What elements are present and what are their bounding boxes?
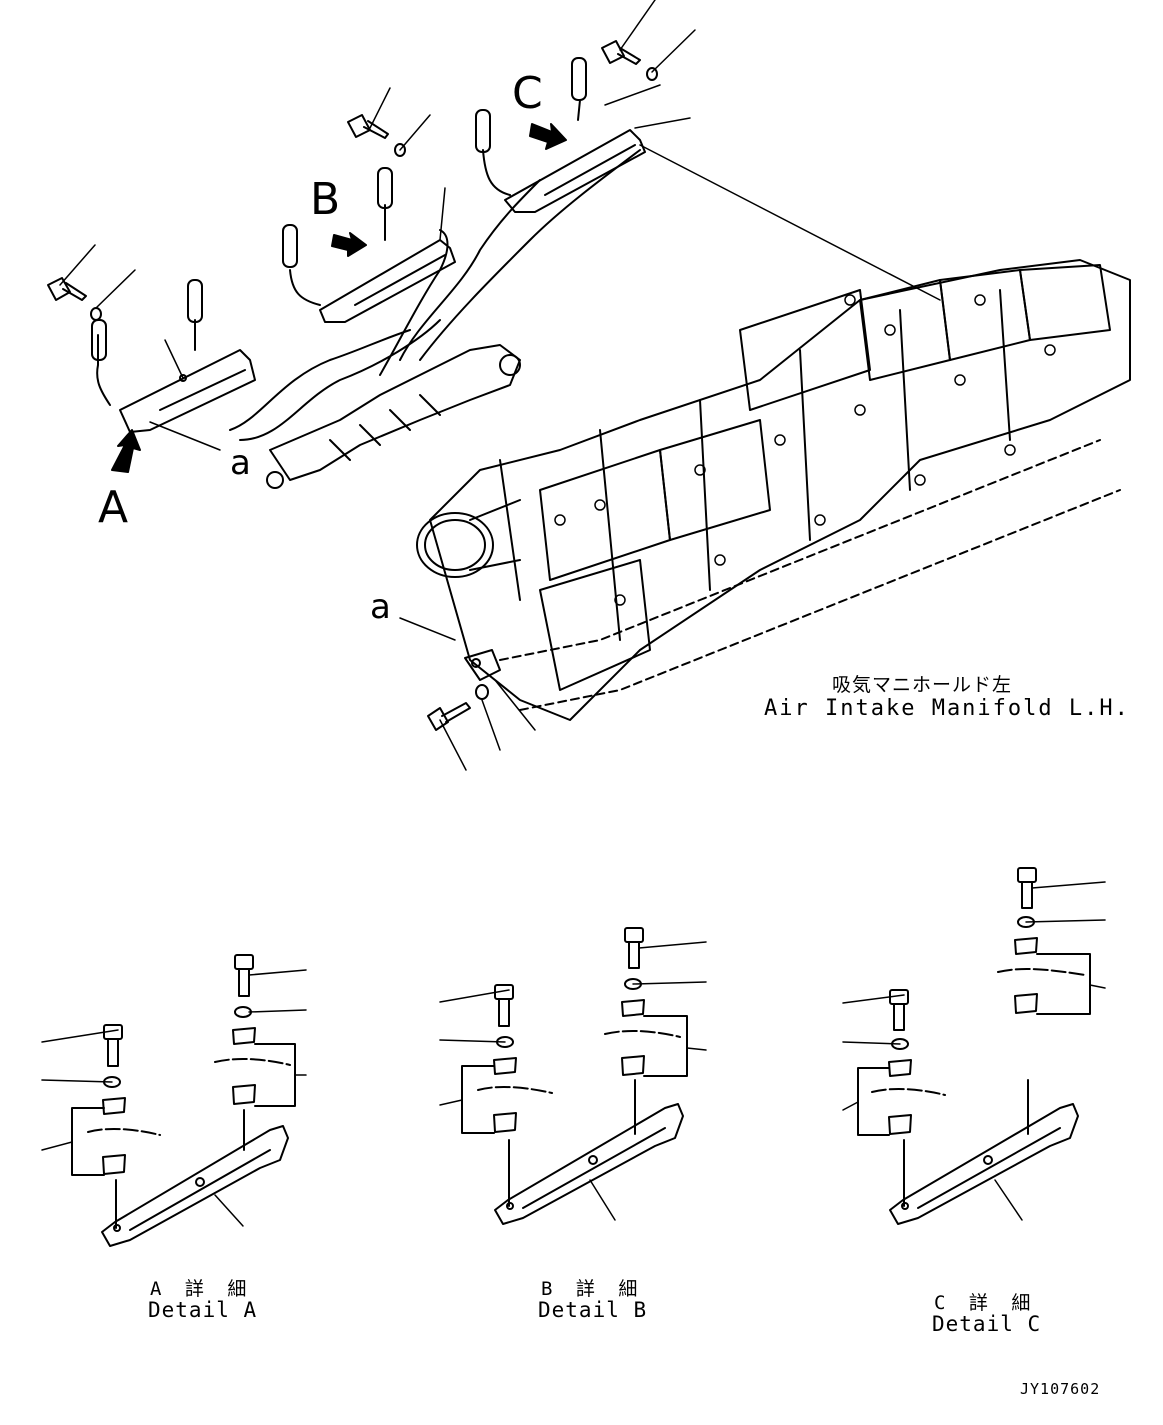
view-label-c: C bbox=[512, 68, 543, 119]
view-arrow-a bbox=[111, 429, 141, 473]
bolt-b-top bbox=[347, 114, 406, 157]
rail-bracket-b bbox=[282, 167, 456, 323]
detail-a-drawing bbox=[41, 954, 307, 1247]
detail-a-caption-jp: A 詳 細 bbox=[150, 1278, 253, 1300]
harness-junction bbox=[229, 149, 641, 489]
bolt-a-top bbox=[47, 277, 102, 321]
detail-b-drawing bbox=[439, 927, 707, 1225]
bolt-bottom bbox=[427, 649, 501, 731]
detail-c-caption-jp: C 詳 細 bbox=[934, 1292, 1037, 1314]
manifold-label-en: Air Intake Manifold L.H. bbox=[764, 696, 1130, 721]
view-label-b: B bbox=[310, 174, 341, 225]
detail-c-drawing bbox=[842, 867, 1106, 1225]
detail-a-caption-en: Detail A bbox=[148, 1298, 258, 1322]
manifold-label-jp: 吸気マニホールド左 bbox=[832, 674, 1013, 696]
view-label-a: A bbox=[98, 482, 129, 533]
rail-bracket-a bbox=[91, 279, 256, 433]
air-intake-manifold-lh bbox=[416, 259, 1131, 721]
view-arrow-b bbox=[331, 232, 367, 257]
ref-label-a-bottom: a bbox=[370, 587, 391, 627]
view-arrow-c bbox=[529, 123, 567, 150]
bolt-c-top bbox=[601, 40, 658, 81]
drawing-code: JY107602 bbox=[1020, 1380, 1101, 1398]
detail-b-caption-jp: B 詳 細 bbox=[541, 1278, 644, 1300]
detail-c-caption-en: Detail C bbox=[932, 1312, 1042, 1336]
detail-b-caption-en: Detail B bbox=[538, 1298, 648, 1322]
rail-bracket-c bbox=[475, 57, 646, 213]
leader-lines-top bbox=[59, 0, 941, 771]
ref-label-a-top: a bbox=[230, 443, 251, 483]
